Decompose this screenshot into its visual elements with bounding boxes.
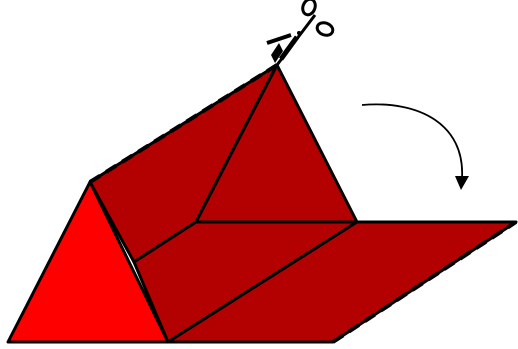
scissors-icon xyxy=(267,0,335,65)
curved-arrow-icon xyxy=(362,104,469,190)
